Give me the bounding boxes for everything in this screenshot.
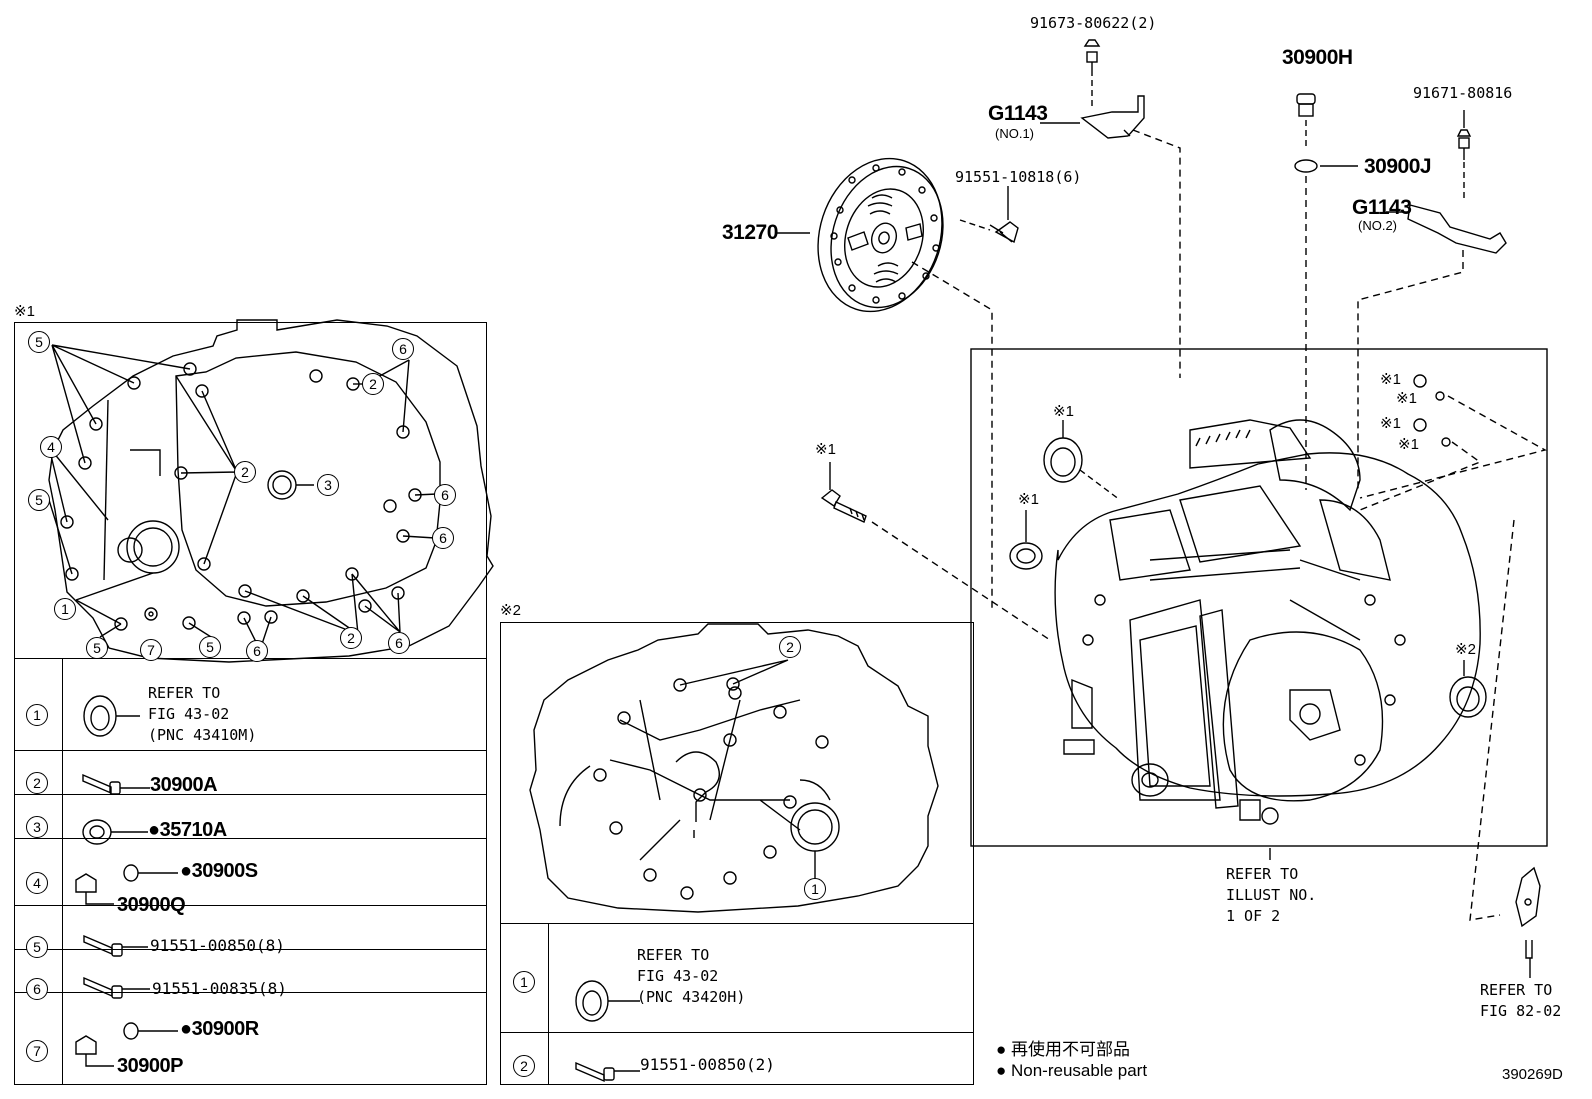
washer-icon <box>1441 437 1451 447</box>
mark-2-seal: ※2 <box>1455 641 1476 658</box>
oil-seal-d2-icon <box>575 980 640 1022</box>
transaxle-assembly-icon <box>1054 419 1481 825</box>
d1-callout-2a: 2 <box>362 373 384 395</box>
d1-row7-text-a: ●30900R <box>180 1018 259 1040</box>
d1-callout-2b: 2 <box>234 461 256 483</box>
d1-row1-num: 1 <box>26 704 48 726</box>
oil-seal-icon <box>1449 676 1487 718</box>
washer-icon <box>1435 391 1445 401</box>
d1-callout-6d: 6 <box>246 640 268 662</box>
long-bolt-icon <box>820 489 867 523</box>
oil-seal-icon <box>1009 542 1043 570</box>
legend-en: ● Non-reusable part <box>996 1061 1148 1080</box>
small-bolt-icon <box>1413 374 1427 388</box>
d2-row1-num: 1 <box>513 971 535 993</box>
mark-1-seal-upper: ※1 <box>1053 403 1074 420</box>
mark-1-washer-a: ※1 <box>1396 390 1417 407</box>
d2-callout-2: 2 <box>779 636 801 658</box>
d1-row3-text: ●35710A <box>148 819 227 841</box>
bolt-91551-10818-icon <box>989 221 1019 244</box>
seal-row3-icon <box>82 819 148 845</box>
d1-row1-text: REFER TO FIG 43-02 (PNC 43410M) <box>148 684 257 744</box>
g1143-no1-sub: (NO.1) <box>995 126 1034 141</box>
d1-row6-num: 6 <box>26 978 48 1000</box>
bolt-91551-10818-label: 91551-10818(6) <box>955 168 1082 186</box>
plug-30900h-icon <box>1296 93 1316 117</box>
bracket-g1143-no2-icon <box>1407 204 1507 254</box>
clutch-disc-31270-icon <box>817 157 944 313</box>
bolt-91671-icon <box>1456 129 1472 160</box>
d1-row2-text: 30900A <box>150 774 218 796</box>
legend-jp: ● 再使用不可部品 <box>996 1040 1130 1059</box>
d1-callout-6b: 6 <box>434 484 456 506</box>
d1-callout-5c: 5 <box>86 637 108 659</box>
detail1-mark: ※1 <box>14 303 35 320</box>
bolt-row5-icon <box>83 934 148 957</box>
plug-row4-icon <box>75 864 178 905</box>
d1-row3-num: 3 <box>26 816 48 838</box>
d1-callout-4: 4 <box>40 436 62 458</box>
d1-callout-7: 7 <box>140 639 162 661</box>
bolt-91673-icon <box>1083 39 1101 76</box>
d1-callout-5d: 5 <box>199 636 221 658</box>
oil-seal-icon <box>1043 437 1083 483</box>
mark-1-seal-lower: ※1 <box>1018 491 1039 508</box>
d2-callout-1: 1 <box>804 878 826 900</box>
d1-callout-5a: 5 <box>28 331 50 353</box>
detail1-panel <box>14 322 487 1085</box>
d2-row2-num: 2 <box>513 1055 535 1077</box>
g1143-no1-label: G1143 <box>988 102 1048 125</box>
d1-callout-2c: 2 <box>340 627 362 649</box>
d1-callout-6e: 6 <box>388 632 410 654</box>
detail2-mark: ※2 <box>500 602 521 619</box>
plug-row7-icon <box>75 1022 178 1067</box>
mark-1-bolt-a: ※1 <box>1380 371 1401 388</box>
d1-callout-1: 1 <box>54 598 76 620</box>
d1-row4-num: 4 <box>26 872 48 894</box>
clip-bracket-icon <box>1515 866 1541 978</box>
mark-1-bolt-b: ※1 <box>1380 415 1401 432</box>
d2-row1-text: REFER TO FIG 43-02 (PNC 43420H) <box>637 946 746 1006</box>
part-30900j-label: 30900J <box>1364 155 1432 178</box>
small-bolt-icon <box>1413 418 1427 432</box>
refer-illust-text: REFER TO ILLUST NO. 1 OF 2 <box>1226 865 1317 925</box>
d1-callout-6a: 6 <box>392 338 414 360</box>
d1-callout-3: 3 <box>317 474 339 496</box>
g1143-no2-sub: (NO.2) <box>1358 218 1397 233</box>
d1-row6-text: 91551-00835(8) <box>152 979 287 998</box>
housing-outline-2 <box>529 623 939 913</box>
d1-row5-num: 5 <box>26 936 48 958</box>
d1-row4-text-b: 30900Q <box>117 894 186 916</box>
oil-seal-row1-icon <box>83 695 140 737</box>
mark-1-washer-b: ※1 <box>1398 436 1419 453</box>
bolt-d2-icon <box>575 1061 640 1083</box>
d1-row5-text: 91551-00850(8) <box>150 936 285 955</box>
bolt-91673-label: 91673-80622(2) <box>1030 14 1157 32</box>
washer-30900j-icon <box>1294 159 1318 173</box>
part-30900h-label: 30900H <box>1282 46 1353 69</box>
mark-1-long-bolt: ※1 <box>815 441 836 458</box>
g1143-no2-label: G1143 <box>1352 196 1412 219</box>
part-31270-label: 31270 <box>722 221 778 244</box>
d1-row7-text-b: 30900P <box>117 1055 183 1077</box>
bolt-91671-label: 91671-80816 <box>1413 84 1513 102</box>
d1-row4-text-a: ●30900S <box>180 860 258 882</box>
d2-row2-text: 91551-00850(2) <box>640 1055 775 1074</box>
bracket-g1143-no1-icon <box>1080 95 1145 139</box>
figure-id: 390269D <box>1502 1066 1563 1083</box>
d1-row2-num: 2 <box>26 772 48 794</box>
d1-callout-6c: 6 <box>432 527 454 549</box>
d1-row7-num: 7 <box>26 1040 48 1062</box>
d1-callout-5b: 5 <box>28 489 50 511</box>
detail2-panel <box>500 622 974 1085</box>
refer-fig-82-text: REFER TO FIG 82-02 <box>1480 981 1562 1020</box>
